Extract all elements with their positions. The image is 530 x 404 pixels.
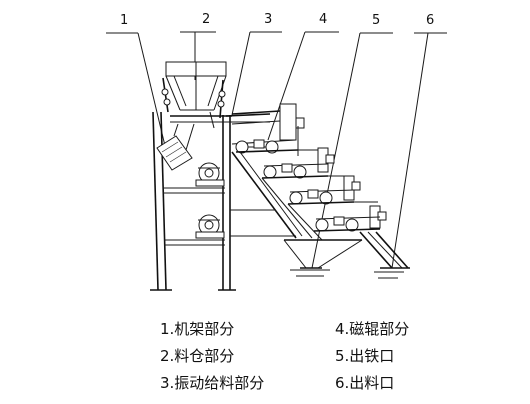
legend-item-3: 3.振动给料部分 xyxy=(160,374,265,392)
magnetic-roller-stages xyxy=(231,103,387,232)
material-outlet xyxy=(359,231,410,279)
legend-item-5: 5.出铁口 xyxy=(335,347,395,365)
callout-4: 4 xyxy=(267,12,339,141)
callout-1: 1 xyxy=(106,13,167,151)
callout-number-5: 5 xyxy=(372,13,380,28)
iron-outlet xyxy=(283,239,363,277)
vibratory-feeder xyxy=(156,113,271,171)
drive-motor-lower xyxy=(195,214,225,239)
legend-item-1: 1.机架部分 xyxy=(160,320,235,338)
legend-item-6: 6.出料口 xyxy=(335,374,395,392)
frame xyxy=(150,111,236,291)
callout-number-4: 4 xyxy=(319,12,327,27)
guide-chutes xyxy=(230,151,323,241)
callout-3: 3 xyxy=(231,12,282,116)
drive-motor-upper xyxy=(195,162,225,187)
legend-item-4: 4.磁辊部分 xyxy=(335,320,410,338)
callout-number-6: 6 xyxy=(426,13,434,28)
hopper xyxy=(161,61,227,129)
callout-number-1: 1 xyxy=(120,13,128,28)
callout-number-2: 2 xyxy=(202,12,210,27)
legend-item-2: 2.料仓部分 xyxy=(160,347,235,365)
callout-number-3: 3 xyxy=(264,12,272,27)
callout-6: 6 xyxy=(391,13,447,269)
